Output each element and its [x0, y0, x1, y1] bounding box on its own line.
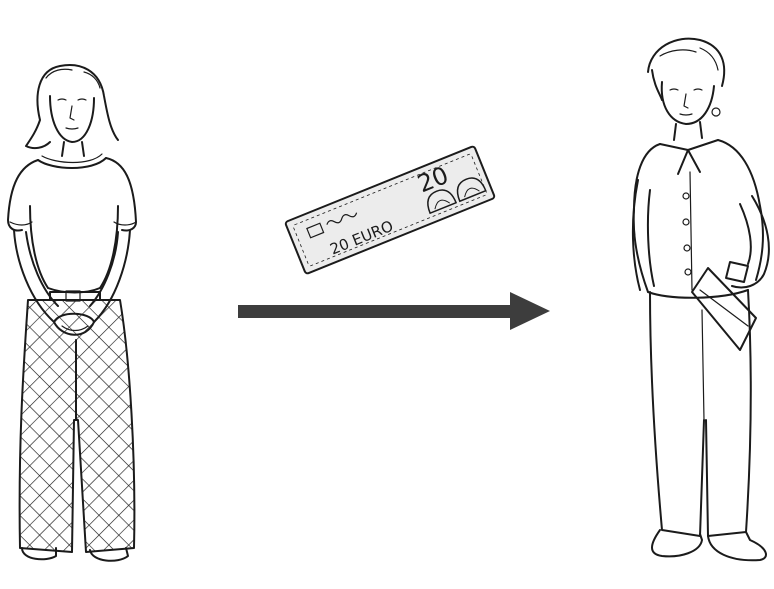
person-paying-icon [8, 65, 136, 561]
person-receiving-icon [633, 39, 769, 561]
banknote-icon: 20 20 EURO [285, 146, 495, 274]
right-arrow-icon [238, 292, 550, 330]
